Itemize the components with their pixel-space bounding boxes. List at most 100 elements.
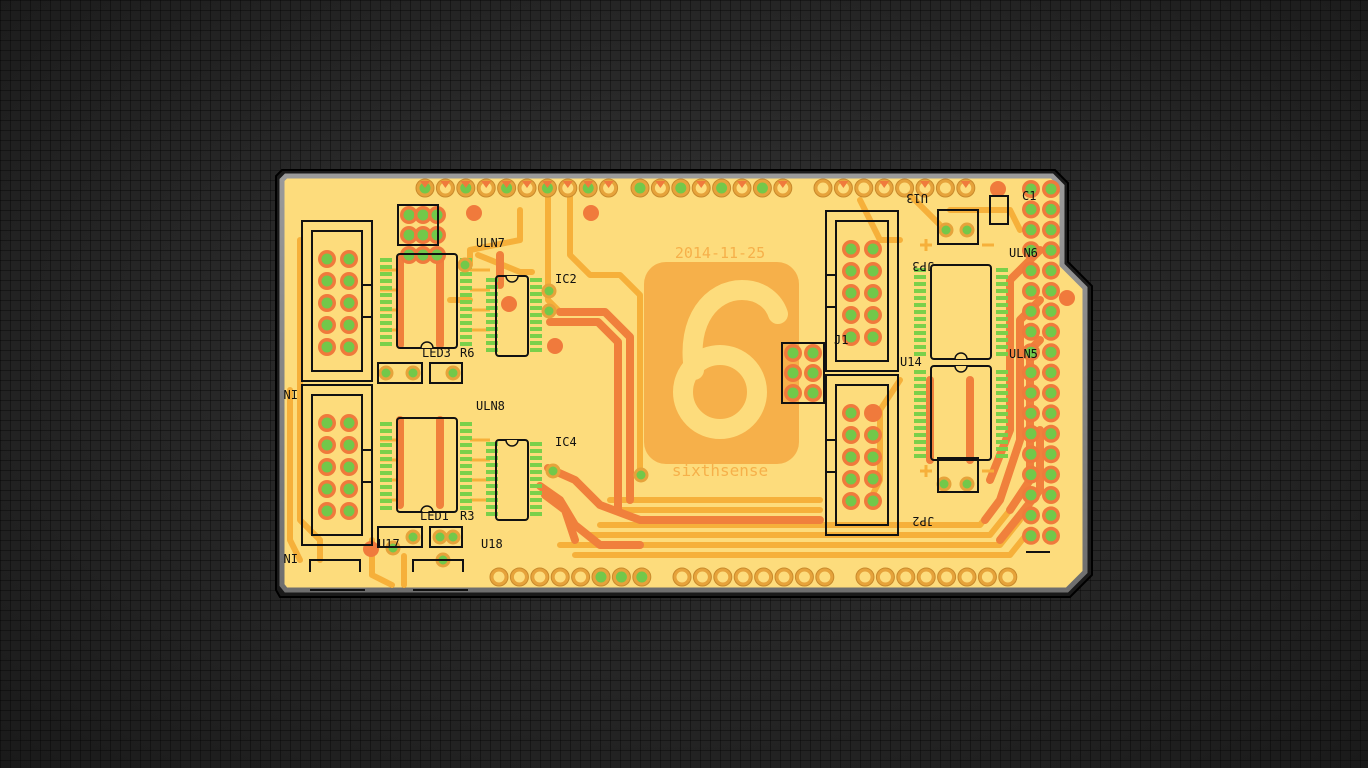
connector-pin xyxy=(318,480,336,498)
smd-pad xyxy=(914,370,926,374)
smd-pad xyxy=(996,338,1008,342)
label-c1: C1 xyxy=(1022,189,1036,203)
smd-pad xyxy=(460,478,472,482)
smd-pad xyxy=(996,412,1008,416)
header-pin xyxy=(1022,180,1040,198)
header-pin xyxy=(1022,424,1040,443)
smd-pad xyxy=(380,293,392,297)
smd-pad xyxy=(530,341,542,345)
smd-pad xyxy=(914,310,926,314)
header-pin xyxy=(1042,180,1060,198)
smd-pad xyxy=(380,471,392,475)
trace-marker xyxy=(737,181,747,188)
smd-pad xyxy=(486,512,498,516)
smd-pad xyxy=(380,450,392,454)
smd-pad xyxy=(460,464,472,468)
header-pin xyxy=(1022,445,1040,464)
smd-pad xyxy=(530,285,542,289)
smd-pad xyxy=(460,335,472,339)
header-pin xyxy=(1022,363,1040,382)
smd-pad xyxy=(460,471,472,475)
smd-pad xyxy=(914,303,926,307)
smd-pad xyxy=(996,391,1008,395)
connector-left-lower-key xyxy=(361,449,373,483)
trace-marker xyxy=(562,181,573,188)
label-uln8: ULN8 xyxy=(476,399,505,413)
trace-marker xyxy=(460,181,471,188)
smd-pad xyxy=(486,341,498,345)
smd-pad xyxy=(486,320,498,324)
smd-pad xyxy=(486,278,498,282)
smd-pad xyxy=(914,317,926,321)
header-pin xyxy=(1042,343,1060,362)
smd-pad xyxy=(530,470,542,474)
smd-pad xyxy=(486,285,498,289)
header-pin xyxy=(774,567,794,587)
smd-pad xyxy=(380,328,392,332)
label-u13: U13 xyxy=(906,191,928,205)
brand-label: sixthsense xyxy=(672,461,768,480)
jp-small-top xyxy=(397,204,439,246)
header-pin xyxy=(1022,282,1040,300)
header-pin xyxy=(815,567,835,587)
connector-pin xyxy=(842,426,860,444)
smd-pad xyxy=(380,307,392,311)
header-pin xyxy=(1022,465,1040,484)
smd-pad xyxy=(380,492,392,496)
header-pin xyxy=(550,567,570,587)
smd-pad xyxy=(914,377,926,381)
smd-pad xyxy=(486,313,498,317)
u18-outline xyxy=(412,559,464,572)
smd-pad xyxy=(380,464,392,468)
smd-pad xyxy=(380,300,392,304)
smd-pad xyxy=(460,272,472,276)
label-u14: U14 xyxy=(900,355,922,369)
smd-pad xyxy=(486,306,498,310)
logo-six-eye xyxy=(710,382,730,402)
via xyxy=(457,257,473,273)
header-pin xyxy=(1042,404,1060,423)
connector-pin xyxy=(864,262,882,280)
via xyxy=(545,463,561,479)
via xyxy=(959,222,975,238)
connector-pin xyxy=(340,294,358,312)
connector-pin xyxy=(864,426,882,444)
smd-pad xyxy=(530,306,542,310)
smd-pad xyxy=(914,398,926,402)
smd-pad xyxy=(380,457,392,461)
connector-pin xyxy=(842,306,860,324)
header-pin xyxy=(916,567,936,587)
header-pin xyxy=(1022,343,1040,362)
header-pin xyxy=(1042,486,1060,504)
trace-marker xyxy=(420,181,430,188)
smd-pad xyxy=(486,327,498,331)
via xyxy=(405,529,421,545)
smd-pad xyxy=(530,299,542,303)
header-pin xyxy=(1042,506,1060,525)
via xyxy=(541,283,557,299)
header-pin xyxy=(632,567,652,587)
smd-pad xyxy=(530,278,542,282)
smd-pad xyxy=(996,405,1008,409)
smd-pad xyxy=(530,348,542,352)
smd-pad xyxy=(914,345,926,349)
smd-pad xyxy=(996,317,1008,321)
header-pin xyxy=(935,178,955,198)
label-uln6: ULN6 xyxy=(1009,246,1038,260)
smd-pad xyxy=(996,377,1008,381)
date-label: 2014-11-25 xyxy=(675,244,765,262)
smd-pad xyxy=(914,384,926,388)
header-pin xyxy=(752,178,772,198)
label-jp3: JP3 xyxy=(912,259,934,273)
smd-pad xyxy=(460,328,472,332)
smd-pad xyxy=(530,292,542,296)
label-j1: J1 xyxy=(834,333,848,347)
smd-pad xyxy=(460,321,472,325)
smd-pad xyxy=(914,331,926,335)
smd-pad xyxy=(460,485,472,489)
header-pin xyxy=(630,178,650,198)
connector-pin xyxy=(340,316,358,334)
header-pin xyxy=(977,567,997,587)
connector-pin xyxy=(340,250,358,268)
